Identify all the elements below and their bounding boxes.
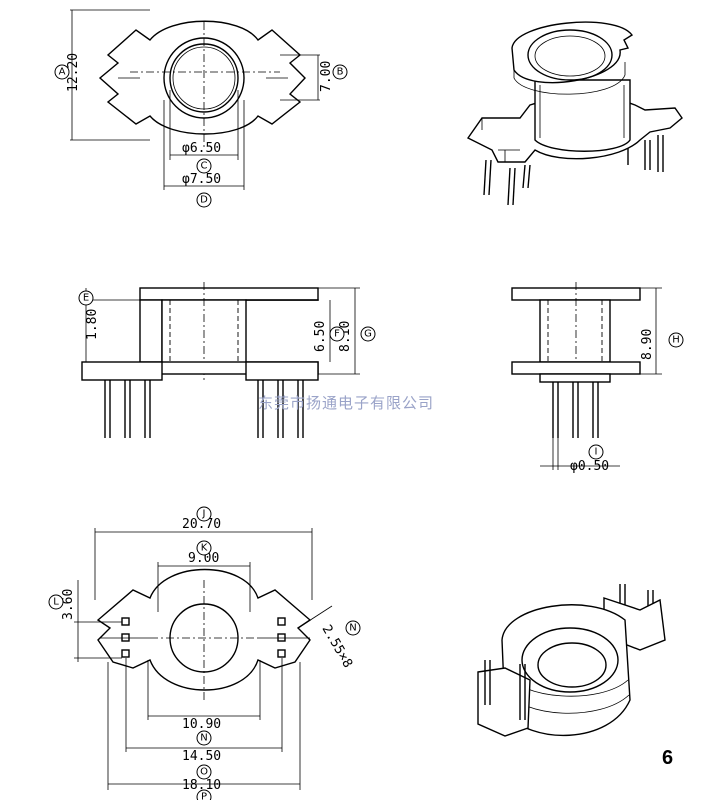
callout-k: K	[201, 543, 208, 554]
page-number: 6	[662, 747, 673, 769]
dim-3-60: 3.60	[61, 589, 76, 620]
callout-l: L	[53, 597, 59, 608]
dim-0-50: φ0.50	[570, 459, 609, 474]
callout-g: G	[364, 329, 372, 340]
dim-1-80: 1.80	[85, 309, 100, 340]
dim-6-50a: φ6.50	[182, 141, 221, 156]
callout-i: I	[595, 447, 598, 458]
front-view: 1.80 E 6.50 8.10 F G	[78, 282, 376, 438]
bottom-view: 20.70 J 9.00 K 3.60 L 2.55×8 N 10.90 14.…	[48, 506, 361, 800]
iso-view-bottom	[477, 584, 666, 737]
iso-view-top	[466, 21, 683, 206]
callout-d: D	[200, 195, 208, 206]
callout-n: N	[349, 623, 356, 634]
dim-20-70: 20.70	[182, 517, 221, 532]
side-view: 8.90 H φ0.50 I	[511, 282, 684, 474]
callout-b: B	[337, 67, 344, 78]
callout-j: J	[202, 509, 206, 520]
callout-n2: N	[200, 733, 207, 744]
dim-18-10: 18.10	[182, 778, 221, 793]
dim-7-50: φ7.50	[182, 172, 221, 187]
callout-a: A	[59, 67, 66, 78]
dim-7-00: 7.00	[319, 61, 334, 92]
callout-e: E	[83, 293, 89, 304]
dim-12-20: 12.20	[66, 53, 81, 92]
callout-c: C	[201, 161, 208, 172]
dim-9-00: 9.00	[188, 551, 219, 566]
dim-14-50: 14.50	[182, 749, 221, 764]
dim-8-90: 8.90	[640, 329, 655, 360]
top-view: 12.20 7.00 φ6.50 φ7.50 A B C D	[54, 9, 348, 208]
dim-10-90: 10.90	[182, 717, 221, 732]
callout-p: P	[201, 792, 207, 800]
watermark: 东莞市扬通电子有限公司	[258, 394, 434, 412]
callout-o: O	[200, 767, 208, 778]
callout-h: H	[672, 335, 680, 346]
callout-f: F	[334, 329, 340, 340]
dim-6-50b: 6.50	[313, 321, 328, 352]
